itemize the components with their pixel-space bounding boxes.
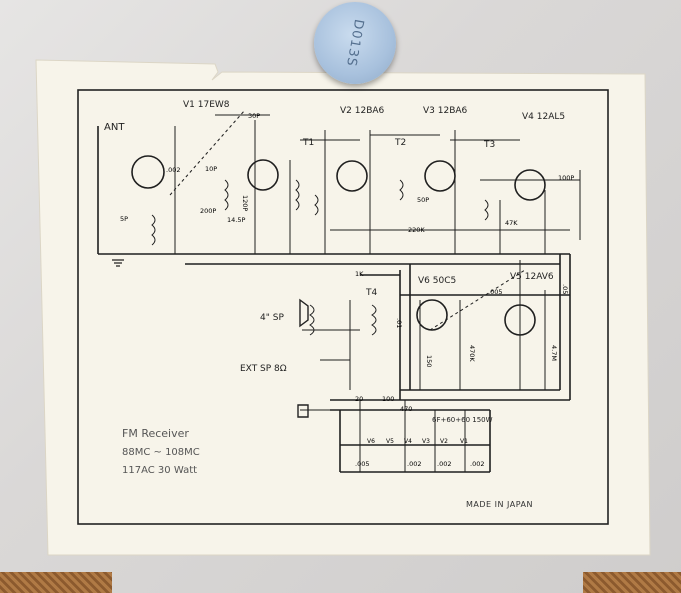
cork-board-left bbox=[0, 572, 112, 593]
comp-005b: .005 bbox=[355, 460, 370, 468]
comp-10p: 10P bbox=[205, 165, 218, 173]
comp-1k: 1K bbox=[355, 270, 364, 278]
comp-14-5p: 14.5P bbox=[227, 216, 246, 224]
v1-label: V1 17EW8 bbox=[183, 100, 230, 110]
ground-icon bbox=[112, 259, 124, 267]
v4-label: V4 12AL5 bbox=[522, 112, 566, 122]
v5-label: V5 12AV6 bbox=[510, 272, 554, 282]
t4-label: T4 bbox=[366, 288, 378, 298]
power-plug-icon bbox=[297, 404, 309, 418]
comp-470: 470 bbox=[400, 405, 413, 413]
t3-label: T3 bbox=[484, 140, 496, 150]
wiring bbox=[97, 109, 581, 473]
comp-002c: .002 bbox=[437, 460, 452, 468]
comp-20: 20 bbox=[355, 395, 364, 403]
heater-v2: V2 bbox=[440, 438, 448, 445]
ext-speaker-label: EXT SP 8Ω bbox=[240, 364, 287, 374]
comp-01: .01 bbox=[395, 318, 403, 329]
heater-v3: V3 bbox=[422, 438, 430, 445]
schematic-border bbox=[77, 89, 609, 525]
push-pin-text: D013S bbox=[343, 18, 367, 68]
comp-120p: 120P bbox=[241, 195, 249, 212]
comp-002d: .002 bbox=[470, 460, 485, 468]
comp-005: .005 bbox=[488, 288, 503, 296]
v3-label: V3 12BA6 bbox=[423, 106, 468, 116]
speaker-icon bbox=[299, 298, 309, 328]
v6-label: V6 50C5 bbox=[418, 276, 457, 286]
comp-220k: 220K bbox=[408, 226, 425, 234]
ant-label: ANT bbox=[104, 122, 125, 133]
comp-100p: 100P bbox=[558, 174, 575, 182]
comp-4-7m: 4.7M bbox=[550, 345, 558, 361]
heater-v1: V1 bbox=[460, 438, 468, 445]
comp-470k: 470K bbox=[468, 345, 476, 362]
paper-sheet bbox=[35, 59, 651, 556]
note-power: 117AC 30 Watt bbox=[122, 465, 198, 476]
speaker-label: 4" SP bbox=[260, 313, 284, 323]
v2-label: V2 12BA6 bbox=[340, 106, 385, 116]
note-frequency: 88MC ~ 108MC bbox=[122, 447, 200, 458]
heater-v4: V4 bbox=[404, 438, 412, 445]
comp-5p: 5P bbox=[120, 215, 129, 223]
filter-label: 6F+60+60 150W bbox=[432, 416, 493, 424]
push-pin-icon: D013S bbox=[311, 0, 399, 87]
t1-label: T1 bbox=[303, 138, 315, 148]
heater-v6: V6 bbox=[367, 438, 375, 445]
comp-002: .002 bbox=[166, 166, 181, 174]
comp-50p: 50P bbox=[417, 196, 430, 204]
comp-47k: 47K bbox=[505, 219, 518, 227]
made-in-label: MADE IN JAPAN bbox=[466, 500, 533, 509]
comp-200p: 200P bbox=[200, 207, 217, 215]
comp-002b: .002 bbox=[407, 460, 422, 468]
comp-05: .05 bbox=[561, 284, 569, 295]
comp-30p: 30P bbox=[248, 112, 261, 120]
heater-v5: V5 bbox=[386, 438, 394, 445]
cork-board-right bbox=[583, 572, 681, 593]
coils bbox=[151, 179, 489, 336]
tubes bbox=[131, 155, 546, 336]
t2-label: T2 bbox=[395, 138, 407, 148]
comp-100: 100 bbox=[382, 395, 395, 403]
comp-150: 150 bbox=[425, 355, 433, 368]
note-fm-receiver: FM Receiver bbox=[122, 427, 189, 440]
